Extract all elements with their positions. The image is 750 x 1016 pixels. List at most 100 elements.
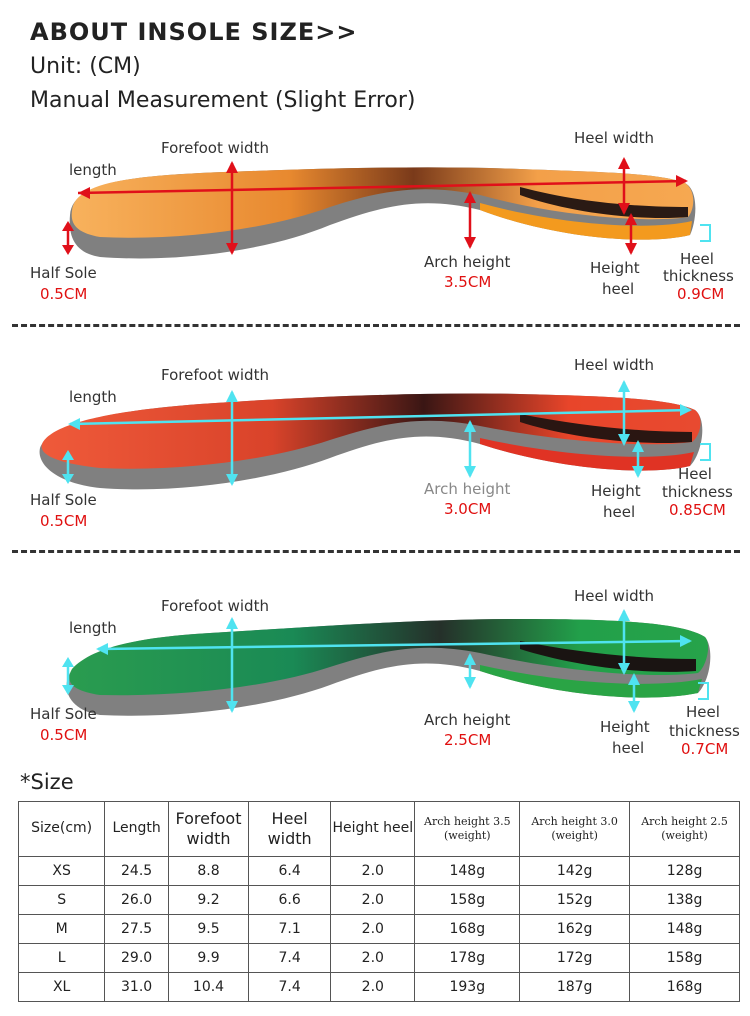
insole-panel-orange: length Forefoot width Heel width Half So…: [0, 125, 750, 315]
table-cell: 31.0: [104, 972, 169, 1002]
table-cell: 168g: [629, 972, 740, 1002]
insole-panel-green: length Forefoot width Heel width Half So…: [0, 583, 750, 773]
table-cell: 172g: [519, 943, 631, 973]
table-cell: 2.0: [330, 943, 416, 973]
header-height-heel: Height heel: [330, 801, 416, 857]
header-note: Manual Measurement (Slight Error): [30, 88, 416, 113]
value-heel-thickness: 0.7CM: [681, 740, 729, 758]
divider-1: [12, 324, 740, 327]
table-cell: XL: [17, 972, 106, 1002]
label-heel-thickness-2: thickness: [663, 267, 734, 285]
table-cell: 178g: [414, 943, 521, 973]
table-cell: 6.6: [248, 885, 332, 915]
label-height-heel-2: heel: [602, 280, 635, 298]
label-heel-width: Heel width: [574, 587, 655, 605]
table-cell: 27.5: [104, 914, 169, 944]
table-cell: 2.0: [330, 856, 416, 886]
heel-thickness-bracket: [700, 443, 711, 461]
value-heel-thickness: 0.9CM: [677, 285, 725, 303]
table-cell: 148g: [629, 914, 740, 944]
label-arch-height: Arch height: [424, 480, 511, 498]
label-heel-thickness-2: thickness: [669, 722, 740, 740]
label-height-heel-2: heel: [603, 503, 636, 521]
label-arch-height: Arch height: [424, 253, 511, 271]
header-size: Size(cm): [17, 801, 106, 857]
table-cell: 9.2: [167, 885, 250, 915]
insole-panel-red: length Forefoot width Heel width Half So…: [0, 352, 750, 542]
header-arch-25: Arch height 2.5 (weight): [629, 801, 740, 857]
insole-illustration-red: [39, 380, 711, 490]
table-cell: L: [17, 943, 106, 973]
table-cell: 158g: [629, 943, 740, 973]
table-cell: 2.0: [330, 885, 416, 915]
label-height-heel-2: heel: [612, 739, 645, 757]
value-half-sole: 0.5CM: [40, 285, 88, 303]
label-half-sole: Half Sole: [30, 491, 97, 509]
table-cell: XS: [17, 856, 106, 886]
table-cell: 7.4: [248, 972, 332, 1002]
header-arch-35: Arch height 3.5 (weight): [414, 801, 521, 857]
length-arrow: [97, 639, 691, 651]
label-length: length: [69, 161, 117, 179]
label-arch-height: Arch height: [424, 711, 511, 729]
table-cell: 152g: [519, 885, 631, 915]
value-arch-height: 2.5CM: [444, 731, 492, 749]
header-heel-width: Heel width: [248, 801, 332, 857]
label-half-sole: Half Sole: [30, 705, 97, 723]
header-length: Length: [104, 801, 169, 857]
heel-thickness-bracket: [698, 682, 709, 700]
header-unit: Unit: (CM): [30, 54, 141, 79]
label-forefoot-width: Forefoot width: [161, 139, 269, 157]
insole-illustration-orange: [62, 157, 711, 259]
table-cell: 138g: [629, 885, 740, 915]
label-forefoot-width: Forefoot width: [161, 366, 269, 384]
label-heel-width: Heel width: [574, 356, 655, 374]
table-cell: 158g: [414, 885, 521, 915]
table-cell: 6.4: [248, 856, 332, 886]
label-heel-thickness-1: Heel: [678, 465, 712, 483]
label-heel-thickness-1: Heel: [680, 250, 714, 268]
value-half-sole: 0.5CM: [40, 512, 88, 530]
table-cell: 7.1: [248, 914, 332, 944]
label-half-sole: Half Sole: [30, 264, 97, 282]
table-cell: 7.4: [248, 943, 332, 973]
label-heel-thickness-1: Heel: [686, 703, 720, 721]
table-cell: 168g: [414, 914, 521, 944]
table-cell: 9.5: [167, 914, 250, 944]
table-cell: 24.5: [104, 856, 169, 886]
table-cell: S: [17, 885, 106, 915]
value-half-sole: 0.5CM: [40, 726, 88, 744]
value-heel-thickness: 0.85CM: [669, 501, 726, 519]
table-cell: 193g: [414, 972, 521, 1002]
length-arrow: [69, 408, 691, 426]
insole-illustration-green: [62, 609, 711, 716]
table-cell: 142g: [519, 856, 631, 886]
heel-thickness-bracket: [700, 224, 711, 242]
size-table: Size(cm) Length Forefoot width Heel widt…: [17, 801, 740, 1002]
header-arch-30: Arch height 3.0 (weight): [519, 801, 631, 857]
header-title: ABOUT INSOLE SIZE>>: [30, 18, 358, 46]
header-forefoot-width: Forefoot width: [167, 801, 250, 857]
label-height-heel-1: Height: [590, 259, 640, 277]
table-cell: 187g: [519, 972, 631, 1002]
table-cell: 128g: [629, 856, 740, 886]
table-cell: 2.0: [330, 914, 416, 944]
table-cell: 10.4: [167, 972, 250, 1002]
table-cell: 9.9: [167, 943, 250, 973]
label-height-heel-1: Height: [591, 482, 641, 500]
label-length: length: [69, 388, 117, 406]
value-arch-height: 3.0CM: [444, 500, 492, 518]
value-arch-height: 3.5CM: [444, 273, 492, 291]
table-cell: M: [17, 914, 106, 944]
table-cell: 26.0: [104, 885, 169, 915]
label-forefoot-width: Forefoot width: [161, 597, 269, 615]
length-arrow: [77, 179, 687, 195]
table-cell: 162g: [519, 914, 631, 944]
table-cell: 148g: [414, 856, 521, 886]
size-table-header-row: Size(cm) Length Forefoot width Heel widt…: [17, 801, 740, 857]
